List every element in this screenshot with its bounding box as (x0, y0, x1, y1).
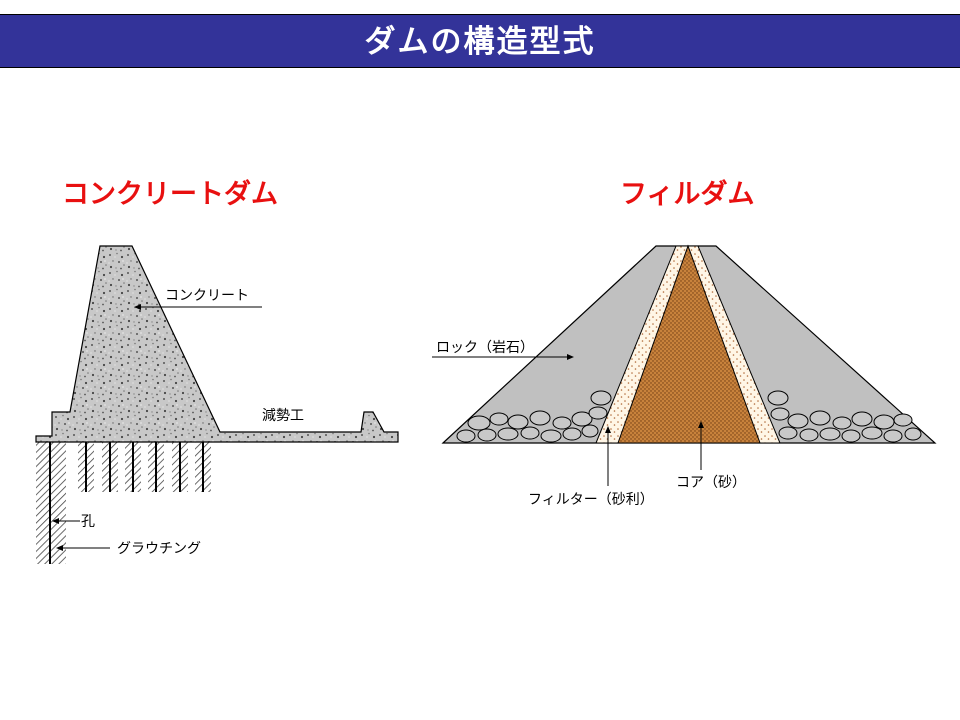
concrete-dam-body (35, 245, 399, 443)
concrete-arrow-icon (134, 304, 141, 310)
rock-arrow-icon (567, 354, 574, 360)
page-title: ダムの構造型式 (364, 24, 596, 60)
hole-arrow-icon (52, 518, 59, 524)
riprap-left (456, 390, 612, 443)
fill-dam-heading: フィルダム (620, 179, 755, 210)
title-bar: ダムの構造型式 (0, 14, 960, 68)
grouting-arrow-icon (56, 545, 63, 551)
concrete-label: コンクリート (165, 288, 249, 304)
rock-label: ロック（岩石） (436, 340, 534, 356)
riprap-right (767, 390, 922, 443)
grout-holes (49, 442, 211, 564)
fill-dam-diagram: ロック（岩石） フィルター（砂利） コア（砂） (432, 244, 937, 508)
concrete-dam-diagram: コンクリート 減勢工 孔 グラウチング (35, 245, 399, 564)
filter-arrow-icon (605, 426, 611, 433)
core-arrow-icon (698, 421, 704, 428)
apron-label: 減勢工 (262, 407, 304, 424)
core-zone (617, 244, 761, 444)
concrete-dam-heading: コンクリートダム (62, 179, 278, 210)
filter-label: フィルター（砂利） (528, 492, 654, 508)
core-label: コア（砂） (676, 475, 746, 491)
hole-label: 孔 (81, 514, 95, 530)
grouting-label: グラウチング (117, 541, 201, 557)
